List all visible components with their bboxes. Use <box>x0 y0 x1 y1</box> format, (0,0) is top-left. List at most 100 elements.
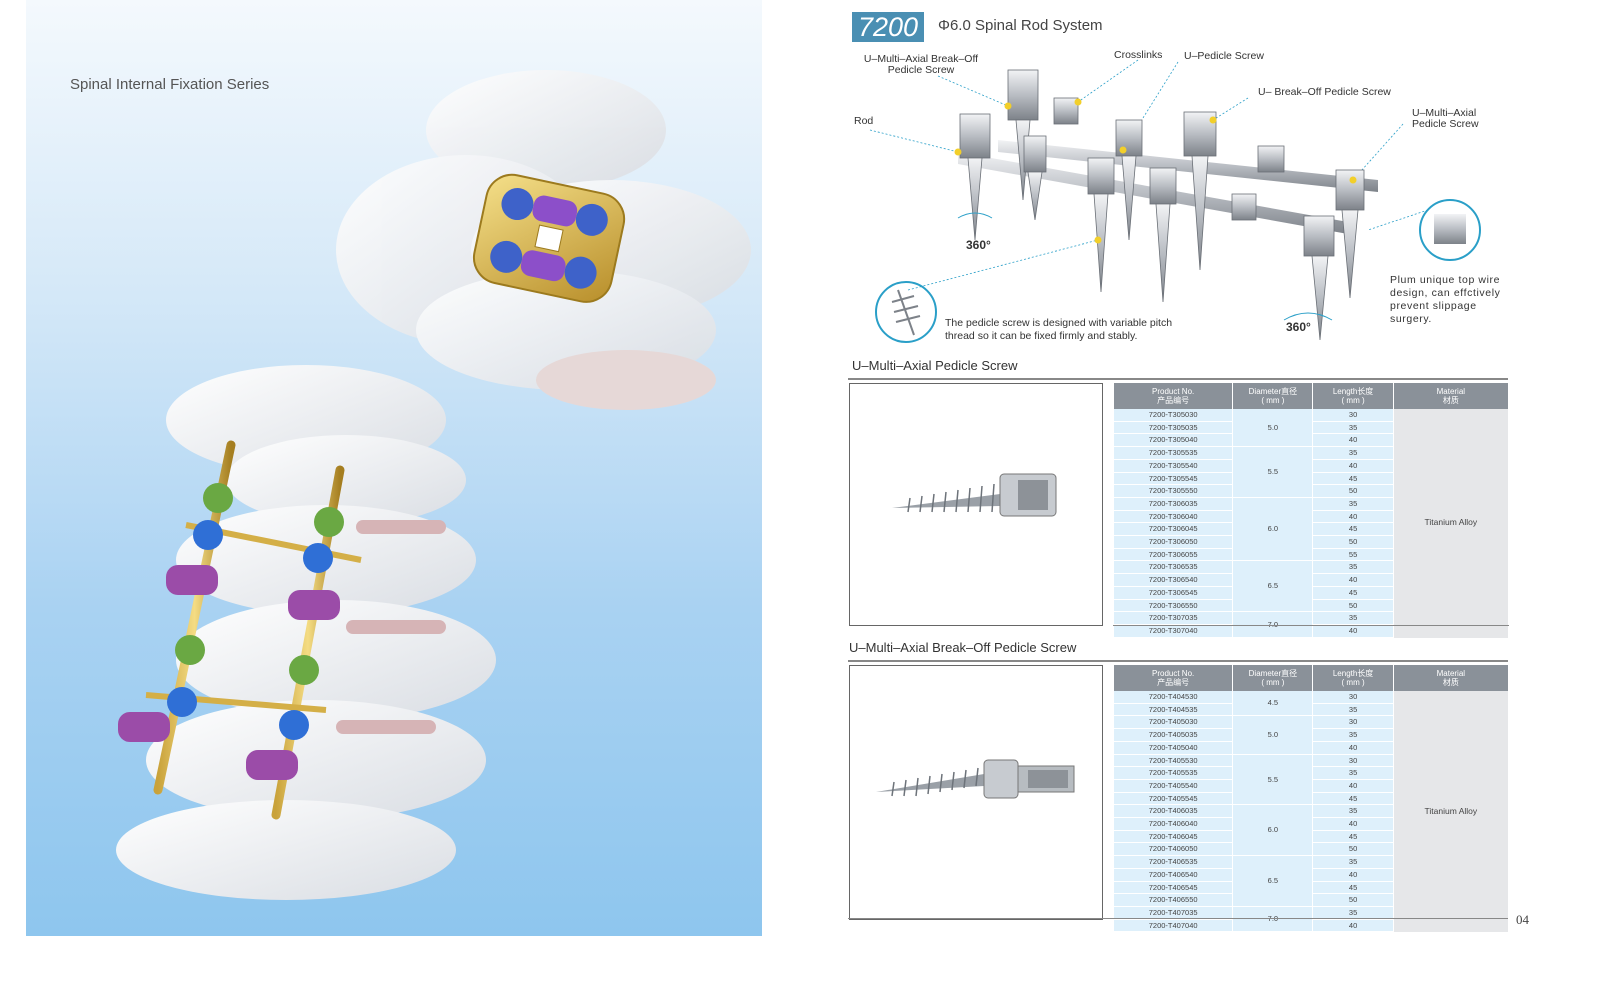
product-number-cell: 7200-T407040 <box>1114 919 1233 933</box>
diameter-cell: 7.0 <box>1233 612 1313 638</box>
cervical-plate <box>472 173 626 303</box>
length-cell: 50 <box>1313 536 1393 549</box>
diameter-cell: 5.5 <box>1233 754 1313 806</box>
length-cell: 30 <box>1313 754 1393 768</box>
product-number-cell: 7200-T405545 <box>1114 792 1233 806</box>
length-cell: 35 <box>1313 767 1393 780</box>
diameter-cell: 7.0 <box>1233 906 1313 933</box>
section-title-multi-axial: U–Multi–Axial Pedicle Screw <box>852 358 1018 373</box>
product-number-cell: 7200-T306040 <box>1114 510 1233 524</box>
length-cell: 50 <box>1313 485 1393 498</box>
length-cell: 40 <box>1313 818 1393 831</box>
length-cell: 40 <box>1313 510 1393 524</box>
product-number-cell: 7200-T405035 <box>1114 729 1233 742</box>
rotation-cones <box>957 212 1333 321</box>
callout-break-off-pedicle-screw: U–Multi–Axial Break–Off Pedicle Screw <box>863 53 979 76</box>
length-cell: 35 <box>1313 421 1393 435</box>
length-cell: 45 <box>1313 830 1393 844</box>
model-badge: 7200 <box>852 12 924 42</box>
product-number-cell: 7200-T305550 <box>1114 485 1233 498</box>
column-header-diameter: Diameter直径( mm ) <box>1233 665 1313 691</box>
material-cell: Titanium Alloy <box>1393 691 1508 933</box>
product-image-multi-axial <box>849 383 1103 626</box>
product-number-cell: 7200-T404530 <box>1114 691 1233 704</box>
detail-circles <box>875 199 1481 343</box>
plum-wire-note: Plum unique top wire design, can effctiv… <box>1390 274 1501 325</box>
length-cell: 30 <box>1313 409 1393 422</box>
product-image-break-off <box>849 665 1103 920</box>
length-cell: 35 <box>1313 612 1393 625</box>
section-rule <box>848 660 1508 662</box>
thread-design-note: The pedicle screw is designed with varia… <box>945 317 1173 342</box>
length-cell: 35 <box>1313 561 1393 575</box>
length-cell: 45 <box>1313 472 1393 486</box>
rotation-label-right: 360° <box>1286 320 1311 334</box>
table-row: 7200-T305545 45 <box>1114 472 1508 486</box>
product-number-cell: 7200-T306540 <box>1114 574 1233 587</box>
table-header-row: Product No.产品编号 Diameter直径( mm ) Length长… <box>1114 665 1508 691</box>
product-number-cell: 7200-T305035 <box>1114 421 1233 435</box>
length-cell: 40 <box>1313 919 1393 933</box>
callout-leaders <box>869 59 1429 291</box>
product-number-cell: 7200-T406550 <box>1114 894 1233 907</box>
callout-dots <box>954 98 1357 244</box>
product-number-cell: 7200-T407035 <box>1114 906 1233 920</box>
diameter-cell: 6.5 <box>1233 561 1313 613</box>
series-title: Spinal Internal Fixation Series <box>70 76 270 93</box>
length-cell: 30 <box>1313 691 1393 704</box>
column-header-product-no: Product No.产品编号 <box>1114 383 1233 409</box>
length-cell: 35 <box>1313 447 1393 460</box>
product-number-cell: 7200-T406545 <box>1114 881 1233 895</box>
product-number-cell: 7200-T307035 <box>1114 612 1233 625</box>
column-header-product-no: Product No.产品编号 <box>1114 665 1233 691</box>
product-number-cell: 7200-T305545 <box>1114 472 1233 486</box>
diameter-cell: 5.0 <box>1233 409 1313 448</box>
table-row: 7200-T405535 35 <box>1114 767 1508 780</box>
table-row: 7200-T3070357.035 <box>1114 612 1508 638</box>
diameter-cell: 5.5 <box>1233 447 1313 498</box>
product-number-cell: 7200-T405530 <box>1114 754 1233 768</box>
column-header-length: Length长度( mm ) <box>1313 383 1393 409</box>
column-header-length: Length长度( mm ) <box>1313 665 1393 691</box>
product-number-cell: 7200-T306045 <box>1114 523 1233 537</box>
product-number-cell: 7200-T306535 <box>1114 561 1233 575</box>
table-bottom-rule <box>1113 625 1509 626</box>
product-number-cell: 7200-T306035 <box>1114 497 1233 511</box>
material-cell: Titanium Alloy <box>1393 409 1508 638</box>
rod-system-diagram: U–Multi–Axial Break–Off Pedicle Screw Cr… <box>848 40 1510 352</box>
product-number-cell: 7200-T405535 <box>1114 767 1233 780</box>
rod-system-render <box>869 59 1481 343</box>
length-cell: 40 <box>1313 741 1393 755</box>
product-number-cell: 7200-T405540 <box>1114 779 1233 793</box>
product-number-cell: 7200-T406540 <box>1114 868 1233 882</box>
break-off-screw-icon <box>876 759 1075 799</box>
length-cell: 40 <box>1313 624 1393 638</box>
pedicle-screw-heads <box>118 483 344 780</box>
table-row: 7200-T305550 50 <box>1114 485 1508 498</box>
length-cell: 40 <box>1313 779 1393 793</box>
product-number-cell: 7200-T305040 <box>1114 434 1233 448</box>
length-cell: 50 <box>1313 843 1393 857</box>
length-cell: 35 <box>1313 906 1393 920</box>
table-header-row: Product No.产品编号 Diameter直径( mm ) Length长… <box>1114 383 1508 409</box>
table-row: 7200-T306040 40 <box>1114 510 1508 524</box>
